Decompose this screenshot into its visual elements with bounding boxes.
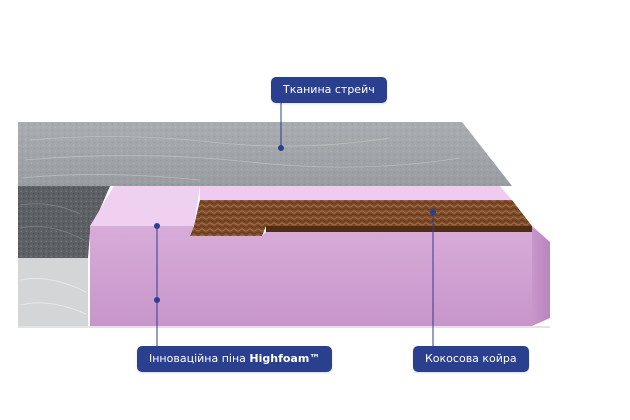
label-coconut-coir: Кокосова койра (413, 346, 529, 372)
foam-front-face (90, 226, 532, 326)
label-coconut-coir-text: Кокосова койра (425, 352, 517, 365)
fabric-bottom-band (18, 258, 88, 326)
label-highfoam: Інноваційна піна Highfoam™ (137, 346, 333, 372)
foam-top-right-strip (200, 186, 512, 200)
coconut-coir-layer (190, 200, 532, 236)
leader-lines (154, 103, 436, 346)
label-stretch-fabric: Тканина стрейч (271, 77, 387, 103)
foam-top-left-face (90, 186, 200, 226)
fabric-quilt-lines (21, 136, 461, 181)
label-highfoam-prefix: Інноваційна піна (149, 352, 250, 365)
foam-side-face (532, 226, 550, 326)
label-stretch-fabric-text: Тканина стрейч (283, 83, 375, 96)
label-highfoam-brand: Highfoam™ (249, 352, 321, 365)
